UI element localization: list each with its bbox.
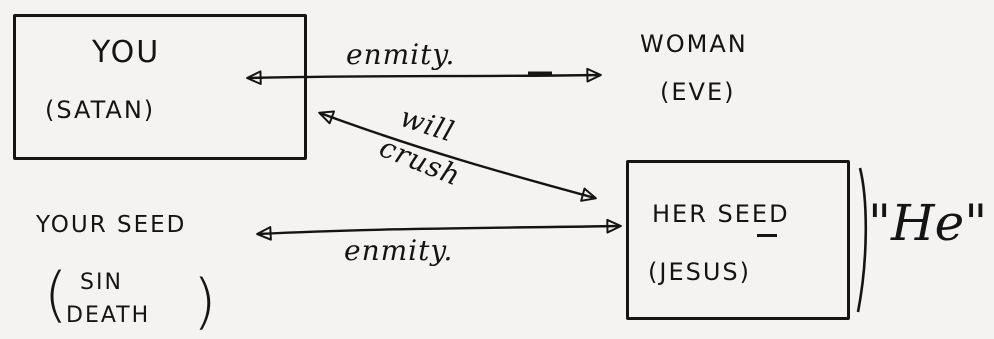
her-seed-box (626, 160, 850, 320)
crush-arrow (318, 110, 597, 202)
your-seed-paren-close: ) (193, 267, 217, 337)
her-seed-title: HER SEED (652, 200, 790, 228)
woman-subtitle: (EVE) (660, 78, 736, 106)
her-seed-underline (757, 234, 777, 237)
enmity-label-bottom: enmity. (344, 234, 454, 267)
enmity-arrow-bottom (256, 218, 622, 241)
your-seed-sub-line1: SIN (80, 270, 123, 295)
you-subtitle: (SATAN) (45, 96, 156, 124)
you-title: YOU (92, 35, 161, 70)
enmity-label-top: enmity. (346, 38, 456, 71)
you-box (13, 14, 307, 160)
enmity-arrow-top (246, 67, 602, 86)
your-seed-title: YOUR SEED (36, 212, 187, 238)
woman-title: WOMAN (640, 30, 748, 58)
her-seed-subtitle: (JESUS) (648, 258, 752, 286)
he-bracket (856, 167, 868, 313)
your-seed-paren-open: ( (44, 260, 68, 330)
he-label: "He" (868, 194, 988, 252)
your-seed-sub-line2: DEATH (66, 303, 151, 328)
